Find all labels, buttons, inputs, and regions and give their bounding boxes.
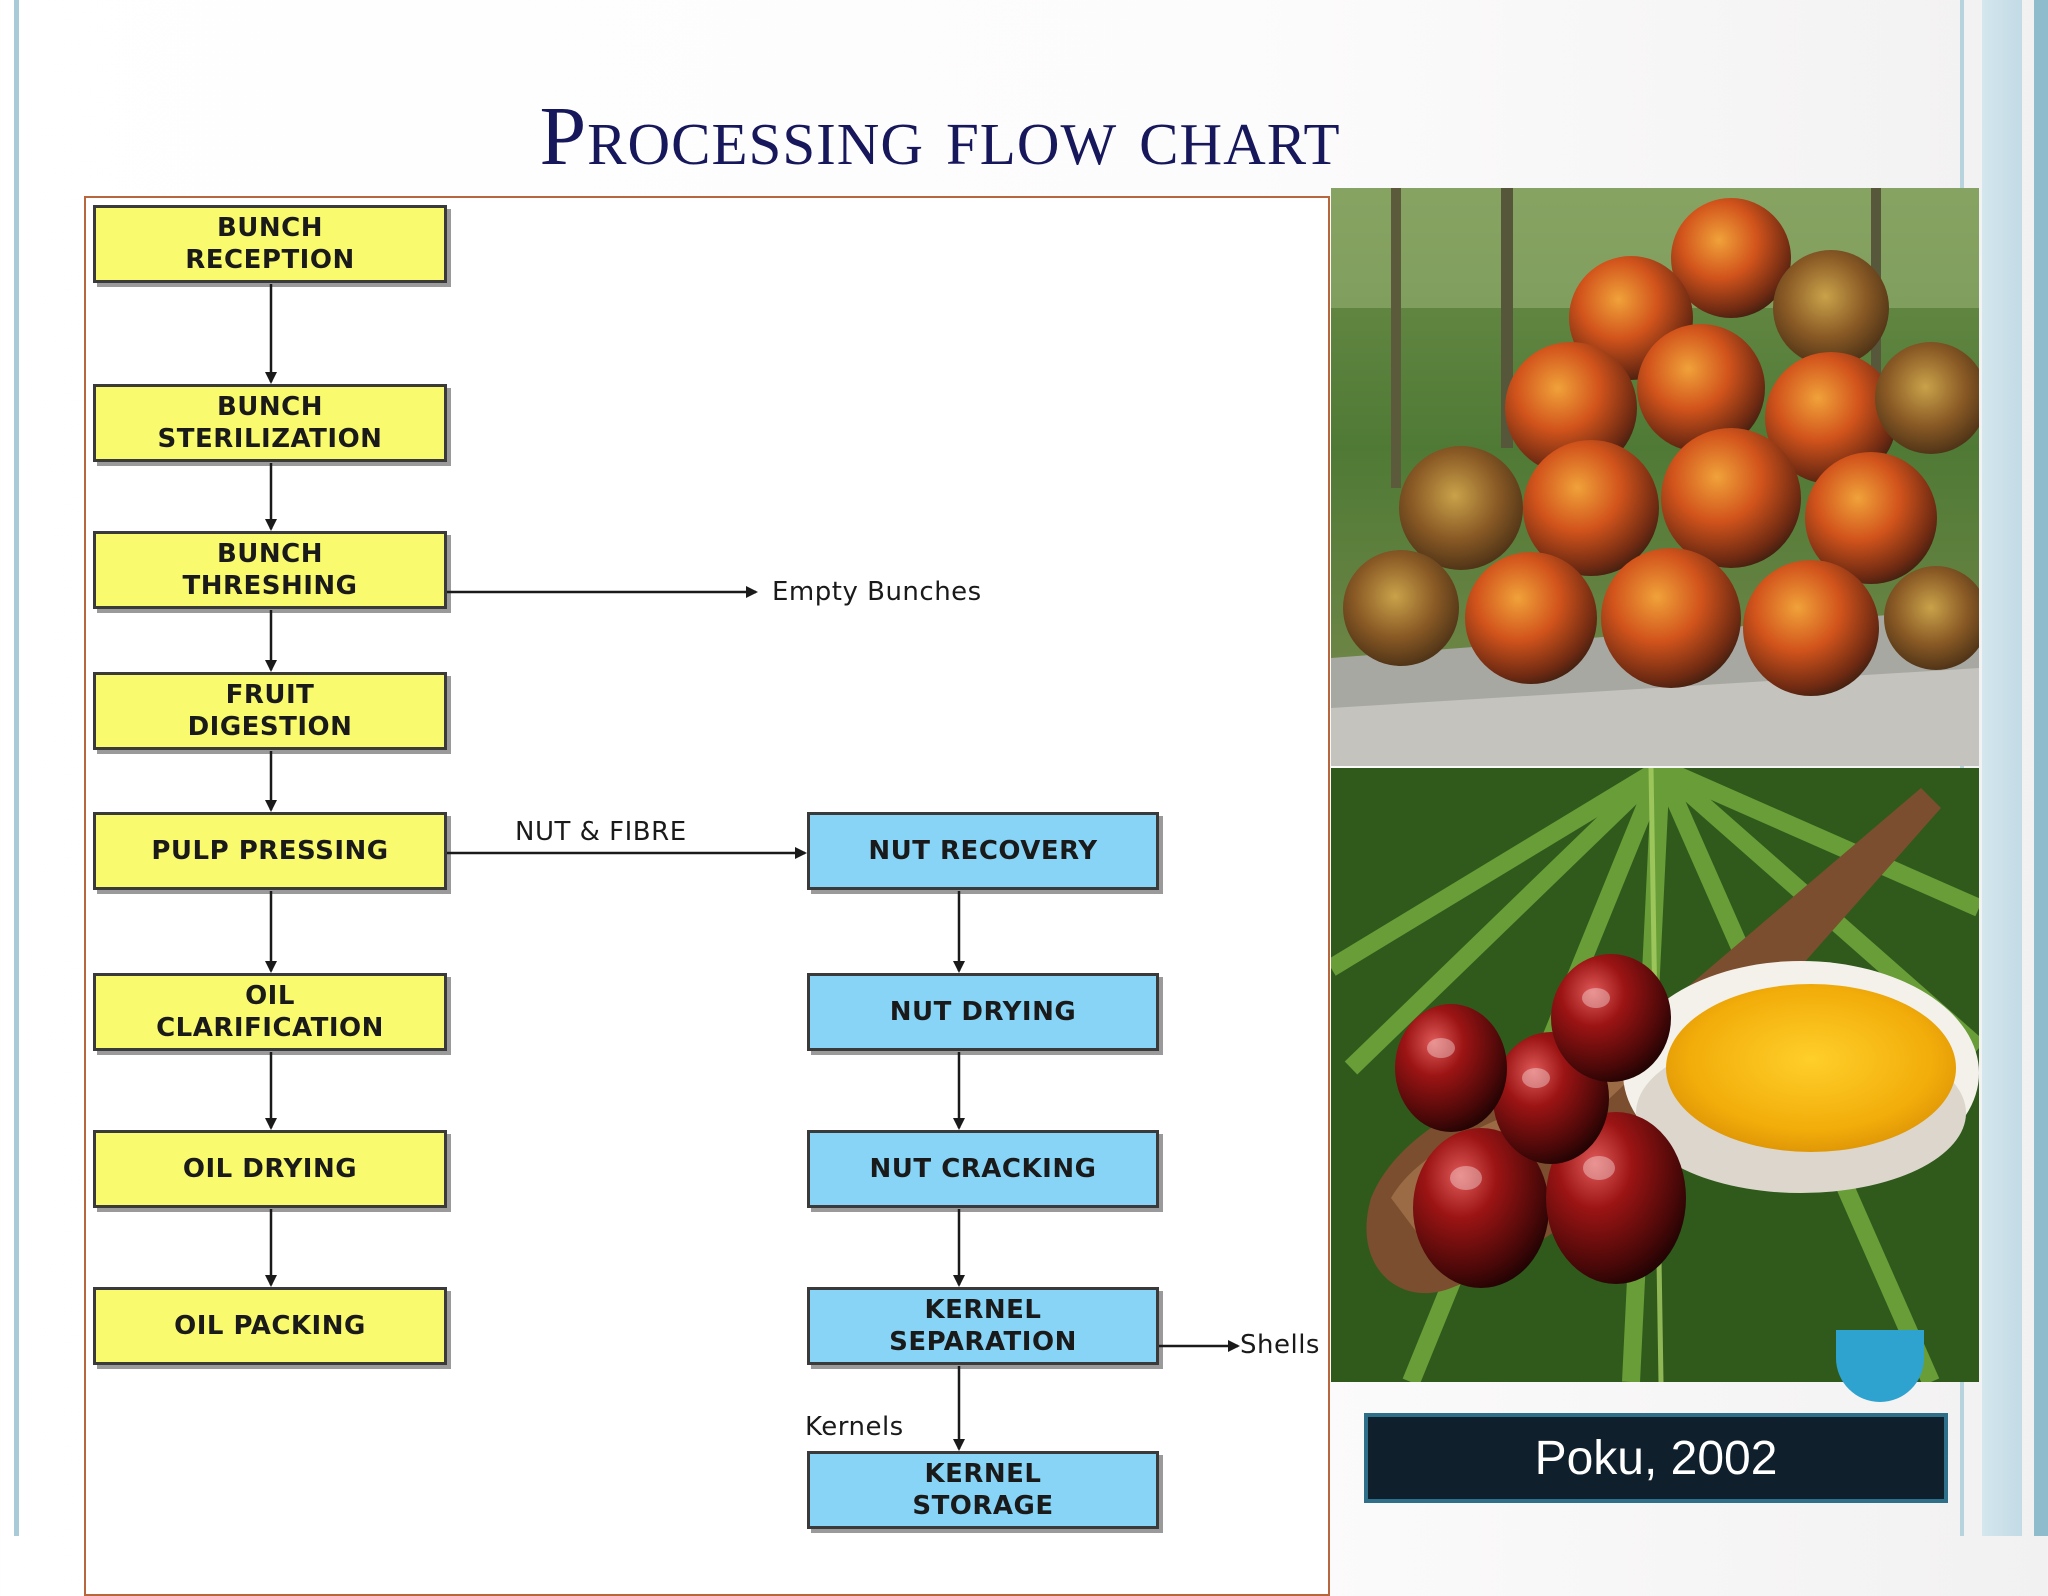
step-pulp-pressing: PULP PRESSING [93, 812, 447, 890]
step-kernel-separation: KERNEL SEPARATION [807, 1287, 1159, 1365]
label-empty-bunches: Empty Bunches [772, 577, 982, 607]
label-nut-fibre: NUT & FIBRE [515, 817, 687, 847]
citation-box: Poku, 2002 [1364, 1413, 1948, 1503]
decorative-circle [1836, 1330, 1924, 1402]
slide-right-accent-edge [2034, 0, 2048, 1536]
step-oil-clarification: OIL CLARIFICATION [93, 973, 447, 1051]
step-nut-recovery: NUT RECOVERY [807, 812, 1159, 890]
step-bunch-threshing: BUNCH THRESHING [93, 531, 447, 609]
step-kernel-storage: KERNEL STORAGE [807, 1451, 1159, 1529]
slide-title: Processing flow chart [539, 90, 1341, 183]
step-oil-packing: OIL PACKING [93, 1287, 447, 1365]
palm-fruit-and-oil-photo [1331, 768, 1979, 1382]
label-kernels: Kernels [805, 1412, 904, 1442]
step-nut-cracking: NUT CRACKING [807, 1130, 1159, 1208]
label-shells: Shells [1240, 1330, 1320, 1360]
step-oil-drying: OIL DRYING [93, 1130, 447, 1208]
step-fruit-digestion: FRUIT DIGESTION [93, 672, 447, 750]
palm-fruit-bunches-photo [1331, 188, 1979, 766]
step-bunch-reception: BUNCH RECEPTION [93, 205, 447, 283]
step-bunch-sterilization: BUNCH STERILIZATION [93, 384, 447, 462]
slide-left-accent [14, 0, 19, 1536]
slide-right-accent-band [1982, 0, 2022, 1536]
step-nut-drying: NUT DRYING [807, 973, 1159, 1051]
